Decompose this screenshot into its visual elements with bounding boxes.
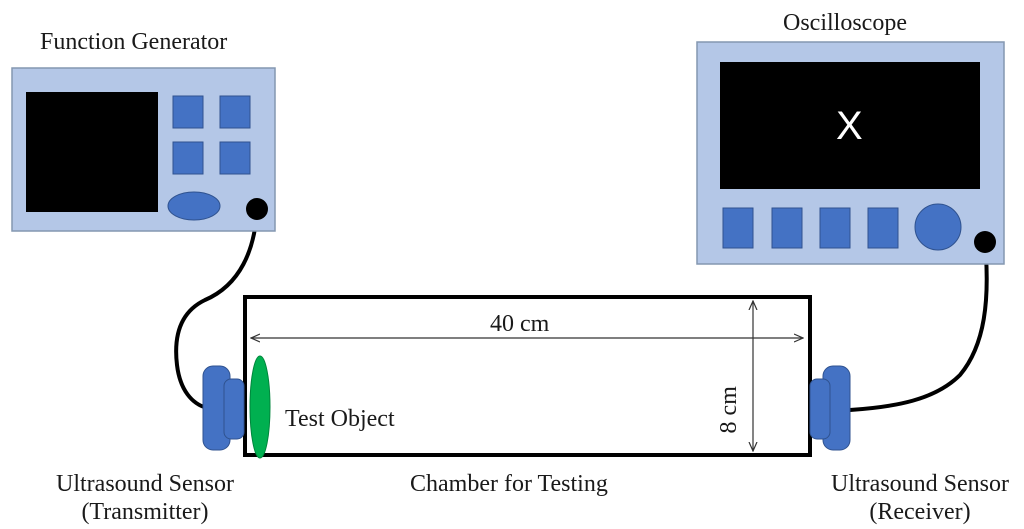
transmitter-label: Ultrasound Sensor (Transmitter) <box>40 471 250 526</box>
receiver-sensor <box>809 365 851 451</box>
transmitter-cable <box>174 208 259 410</box>
receiver-label-line2: (Receiver) <box>869 498 971 525</box>
function-generator <box>11 67 276 232</box>
test-object <box>249 355 271 459</box>
chamber-width-label: 8 cm <box>715 386 742 434</box>
receiver-label: Ultrasound Sensor (Receiver) <box>815 471 1024 526</box>
chamber-length-label: 40 cm <box>490 311 550 337</box>
transmitter-sensor <box>202 365 245 451</box>
transmitter-label-line1: Ultrasound Sensor <box>56 471 234 497</box>
function-generator-button <box>219 95 251 129</box>
testing-chamber <box>243 295 812 457</box>
oscilloscope-title: Oscilloscope <box>783 10 907 36</box>
test-object-label: Test Object <box>285 406 395 432</box>
oscilloscope-port <box>974 231 996 253</box>
oscilloscope-screen <box>720 62 980 189</box>
transmitter-label-line2: (Transmitter) <box>81 498 209 525</box>
receiver-label-line1: Ultrasound Sensor <box>831 471 1009 497</box>
function-generator-button <box>219 141 251 175</box>
oscilloscope <box>696 41 1005 265</box>
function-generator-port <box>246 198 268 220</box>
receiver-cable <box>849 241 989 412</box>
oscilloscope-button <box>722 207 754 249</box>
chamber-label: Chamber for Testing <box>410 471 608 497</box>
oscilloscope-button <box>819 207 851 249</box>
function-generator-knob <box>167 191 221 221</box>
function-generator-title: Function Generator <box>40 29 228 55</box>
function-generator-button <box>172 141 204 175</box>
oscilloscope-button <box>867 207 899 249</box>
oscilloscope-button <box>771 207 803 249</box>
function-generator-screen <box>26 92 158 212</box>
oscilloscope-knob <box>914 203 962 251</box>
function-generator-button <box>172 95 204 129</box>
oscilloscope-screen-text: X <box>836 104 863 148</box>
